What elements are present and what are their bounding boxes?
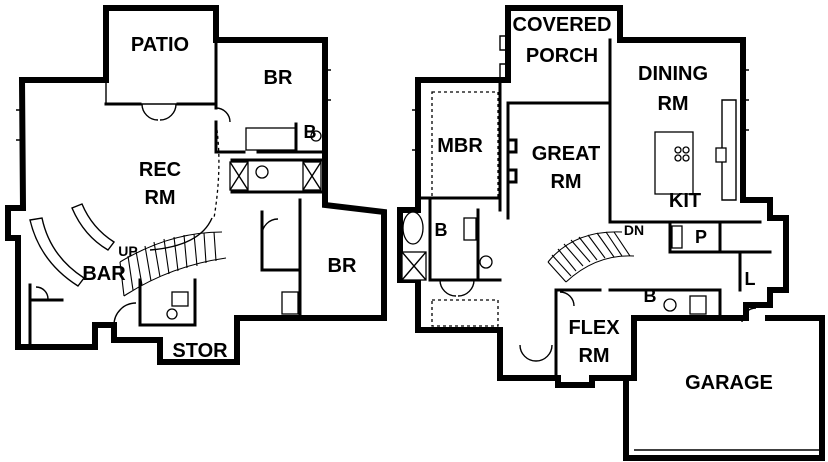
lower-level-labels: PATIO BR B REC RM UP BAR BR STOR <box>82 34 357 362</box>
label-flex: FLEX <box>568 317 620 339</box>
covered-porch-outline <box>499 35 509 79</box>
garage-walls <box>623 315 825 461</box>
label-patio: PATIO <box>131 34 189 56</box>
flex-room-walls <box>554 288 636 380</box>
label-flex-rm: RM <box>578 345 609 367</box>
label-bar: BAR <box>82 263 126 285</box>
lower-level-plan <box>5 5 387 365</box>
label-garage: GARAGE <box>685 372 773 394</box>
main-level-labels: COVERED PORCH DINING RM MBR GREAT RM KIT… <box>435 14 773 394</box>
lower-stair <box>119 231 227 297</box>
patio-outline <box>105 8 216 105</box>
label-kitchen: KIT <box>669 190 701 212</box>
main-level-plan <box>397 5 825 461</box>
label-dining-rm: RM <box>657 93 688 115</box>
lower-level-exterior-walls <box>5 5 387 365</box>
label-mbr: MBR <box>437 135 483 157</box>
label-covered: COVERED <box>513 14 612 36</box>
tub-fixture <box>245 127 297 151</box>
kitchen-island <box>654 131 694 195</box>
label-bedroom-top: BR <box>264 67 293 89</box>
label-great: GREAT <box>532 143 601 165</box>
label-pantry: P <box>695 227 707 247</box>
label-rec-line1: REC <box>139 159 181 181</box>
bedroom-top-walls <box>214 38 327 154</box>
label-down: DN <box>624 222 644 238</box>
label-master-bath: B <box>435 220 448 240</box>
label-great-rm: RM <box>550 171 581 193</box>
label-storage: STOR <box>172 340 228 362</box>
label-porch: PORCH <box>526 45 598 67</box>
main-stair <box>547 231 635 283</box>
label-up: UP <box>118 243 137 259</box>
label-rec-line2: RM <box>144 187 175 209</box>
label-half-bath: B <box>644 286 657 306</box>
label-dining: DINING <box>638 63 708 85</box>
label-laundry: L <box>745 269 756 289</box>
bar-counter <box>29 217 86 287</box>
label-bath: B <box>304 122 317 142</box>
label-bedroom-right: BR <box>328 255 357 277</box>
